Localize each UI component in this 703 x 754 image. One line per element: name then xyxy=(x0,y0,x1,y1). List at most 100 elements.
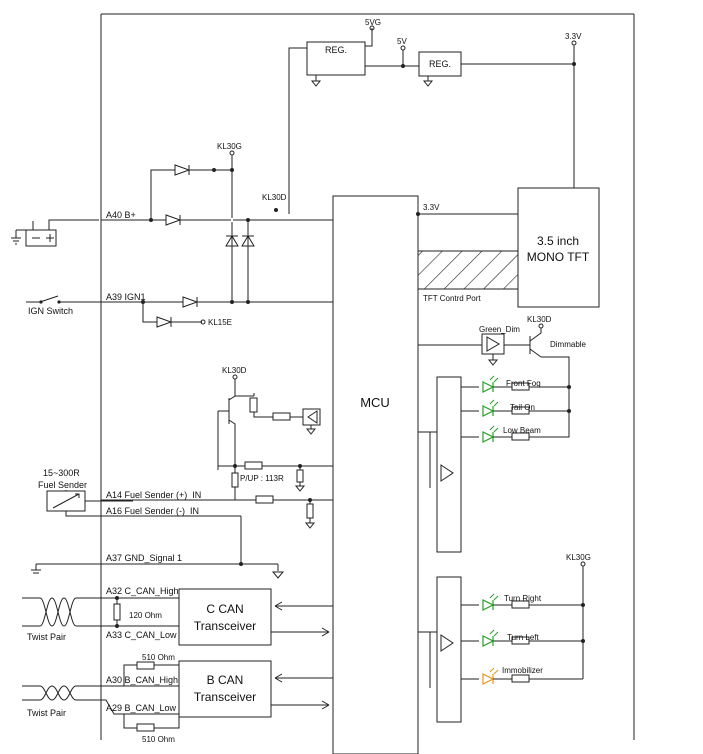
kl30g-label: KL30G xyxy=(217,142,242,151)
ign-switch-label: IGN Switch xyxy=(28,306,73,316)
led-driver-bottom xyxy=(418,566,585,723)
indicator-turn-left: Turn Left xyxy=(507,633,539,642)
mcu-label: MCU xyxy=(360,395,390,410)
ign-switch-symbol xyxy=(26,295,101,304)
led-turn-right xyxy=(482,593,499,611)
fuel-sender-symbol xyxy=(46,490,86,512)
resistor-front-fog xyxy=(511,382,530,391)
tft-port-label: TFT Contrd Port xyxy=(423,294,481,303)
pin-a30: A30 B_CAN_High xyxy=(106,675,178,685)
supply-3v3-label: 3.3V xyxy=(565,32,582,41)
b-can-data-arrows xyxy=(271,673,333,710)
resistor-low-beam xyxy=(511,432,530,441)
b-can-title-2: Transceiver xyxy=(194,690,256,704)
twist-pair-label-1: Twist Pair xyxy=(27,632,66,642)
battery-symbol xyxy=(11,221,57,247)
wire-gnd-signal xyxy=(31,563,279,574)
indicator-front-fog: Front Fog xyxy=(506,379,541,388)
c-can-transceiver xyxy=(178,588,272,646)
regulator-label: REG. xyxy=(429,59,451,69)
fuel-sender-range: 15~300R xyxy=(43,468,80,478)
led-immobilizer xyxy=(482,667,499,685)
resistor-tail-on xyxy=(511,406,530,415)
mcu-block xyxy=(332,195,419,754)
fuel-kl30d-label: KL30D xyxy=(222,366,247,375)
tft-title-1: 3.5 inch xyxy=(537,234,579,248)
resistor-turn-right xyxy=(511,600,530,609)
twist-pair-b-can xyxy=(39,685,77,701)
green-dim-label: Green_Dim xyxy=(479,325,520,334)
led-tail-on xyxy=(482,399,499,417)
b-can-title-1: B CAN xyxy=(207,673,244,687)
c-can-data-arrows xyxy=(271,601,333,637)
regulator-3v3: REG. xyxy=(418,51,462,87)
diode-vertical-1 xyxy=(225,235,239,247)
wire-5v xyxy=(365,50,419,67)
wire-dimming xyxy=(418,328,570,438)
diode-kl30g xyxy=(174,164,191,176)
wire-c-can xyxy=(22,597,179,627)
resistor-b-can-high xyxy=(136,661,155,670)
pin-a29: A29 B_CAN_Low xyxy=(106,703,177,713)
pin-a14: A14 Fuel Sender (+)_IN xyxy=(106,490,201,500)
fuel-input-transistor xyxy=(217,379,321,470)
tft-title-2: MONO TFT xyxy=(527,250,590,264)
indicator-turn-right: Turn Right xyxy=(504,594,542,603)
dimmable-label: Dimmable xyxy=(550,340,587,349)
wire-kl30g-bottom xyxy=(461,566,584,680)
diode-bplus xyxy=(165,214,182,226)
wire-5vg xyxy=(365,28,373,47)
resistor-fuel-input xyxy=(255,495,274,504)
pin-a32: A32 C_CAN_High xyxy=(106,586,179,596)
c-can-term-label: 120 Ohm xyxy=(129,611,162,620)
supply-5v-label: 5V xyxy=(397,37,407,46)
diode-vertical-2 xyxy=(241,220,255,302)
resistor-filter xyxy=(296,469,304,483)
twist-pair-c-can xyxy=(39,597,77,627)
pin-a16: A16 Fuel Sender (-)_IN xyxy=(106,506,199,516)
resistor-pullup xyxy=(244,461,263,470)
b-can-res-low-label: 510 Ohm xyxy=(142,735,175,744)
regulator-label: REG. xyxy=(325,45,347,55)
mcu-supply-label: 3.3V xyxy=(423,203,440,212)
twist-pair-label-2: Twist Pair xyxy=(27,708,66,718)
resistor-immobilizer xyxy=(511,674,530,683)
resistor-fuel-ground xyxy=(306,503,314,519)
c-can-title-2: Transceiver xyxy=(194,619,256,633)
pin-a40: A40 B+ xyxy=(106,210,136,220)
wire-bplus xyxy=(101,155,333,302)
b-can-transceiver xyxy=(178,660,272,718)
diode-ign xyxy=(182,296,199,308)
pullup-label: P/UP : 113R xyxy=(240,474,284,483)
dim-buffer xyxy=(481,333,505,355)
pin-a37: A37 GND_Signal 1 xyxy=(106,553,182,563)
c-can-title-1: C CAN xyxy=(206,602,243,616)
regulator-5v: REG. xyxy=(306,41,366,87)
kl30d-label: KL30D xyxy=(262,193,287,202)
fuel-sender-name: Fuel Sender xyxy=(38,480,87,490)
led-driver-top xyxy=(418,376,479,553)
b-can-res-high-label: 510 Ohm xyxy=(142,653,175,662)
pin-a39: A39 IGN1 xyxy=(106,292,146,302)
wire-kl30d-to-reg xyxy=(288,47,307,214)
kl30g-bottom-label: KL30G xyxy=(566,553,591,562)
led-front-fog xyxy=(482,375,499,393)
wire-battery xyxy=(48,219,99,227)
indicator-immobilizer: Immobilizer xyxy=(502,666,543,675)
pin-a33: A33 C_CAN_Low xyxy=(106,630,177,640)
resistor-b-can-low xyxy=(136,723,155,732)
resistor-turn-left xyxy=(511,636,530,645)
resistor-fuel-bias xyxy=(231,472,239,488)
tft-display xyxy=(517,187,600,308)
tft-control-port-bus xyxy=(417,250,519,290)
wire-fuel-sender xyxy=(101,499,333,564)
led-turn-left xyxy=(482,629,499,647)
indicator-low-beam: Low Beam xyxy=(503,426,541,435)
resistor-c-can-term xyxy=(113,603,121,621)
led-low-beam xyxy=(482,425,499,443)
indicator-tail-on: Tail On xyxy=(510,403,535,412)
diode-kl15e xyxy=(156,316,173,328)
wire-3v3 xyxy=(461,45,575,188)
supply-5vg-label: 5VG xyxy=(365,18,381,27)
